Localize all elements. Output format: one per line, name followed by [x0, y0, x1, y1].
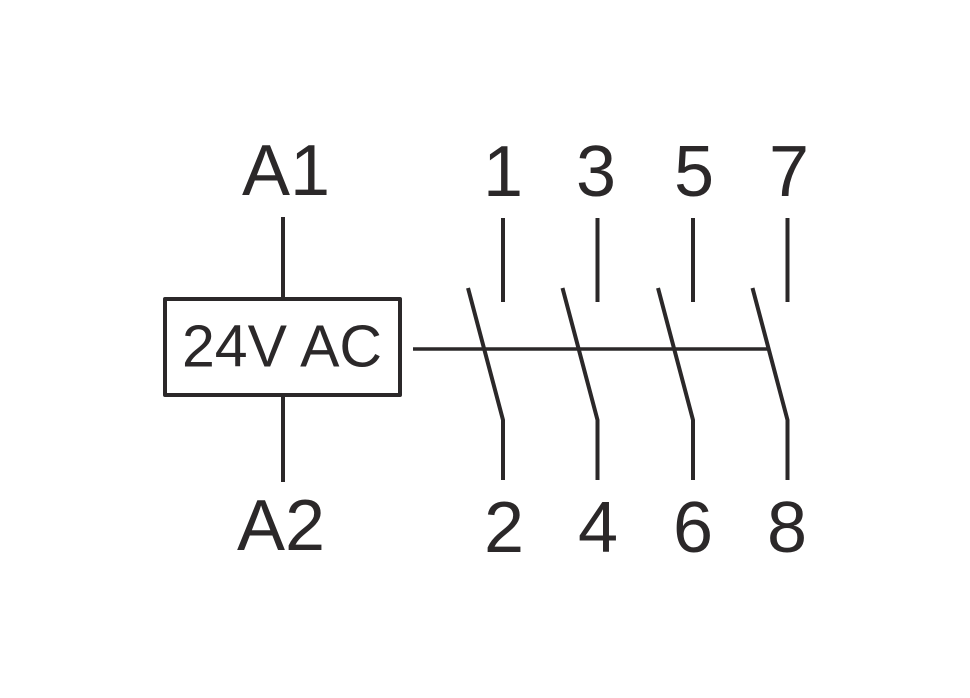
pole-3-top-terminal-label: 5: [673, 132, 715, 212]
pole-4-top-terminal-label: 7: [768, 132, 810, 212]
coil-terminal-a2-label: A2: [236, 486, 326, 566]
pole-2-switch-blade: [560, 287, 600, 480]
contact-pole-2: [560, 218, 600, 480]
contact-pole-4: [750, 218, 790, 480]
coil-voltage-label: 24V AC: [181, 313, 383, 380]
contact-pole-3: [656, 218, 695, 480]
pole-3-switch-blade: [656, 287, 695, 480]
pole-1-top-terminal-label: 1: [482, 132, 524, 212]
pole-3-bottom-terminal-label: 6: [672, 488, 714, 568]
pole-4-bottom-terminal-label: 8: [766, 488, 808, 568]
pole-2-bottom-terminal-label: 4: [577, 488, 619, 568]
contact-pole-1: [466, 218, 505, 480]
pole-2-top-terminal-label: 3: [575, 132, 617, 212]
pole-4-switch-blade: [750, 287, 790, 480]
coil-terminal-a1-label: A1: [241, 131, 331, 211]
pole-1-bottom-terminal-label: 2: [483, 488, 525, 568]
pole-1-switch-blade: [466, 287, 505, 480]
